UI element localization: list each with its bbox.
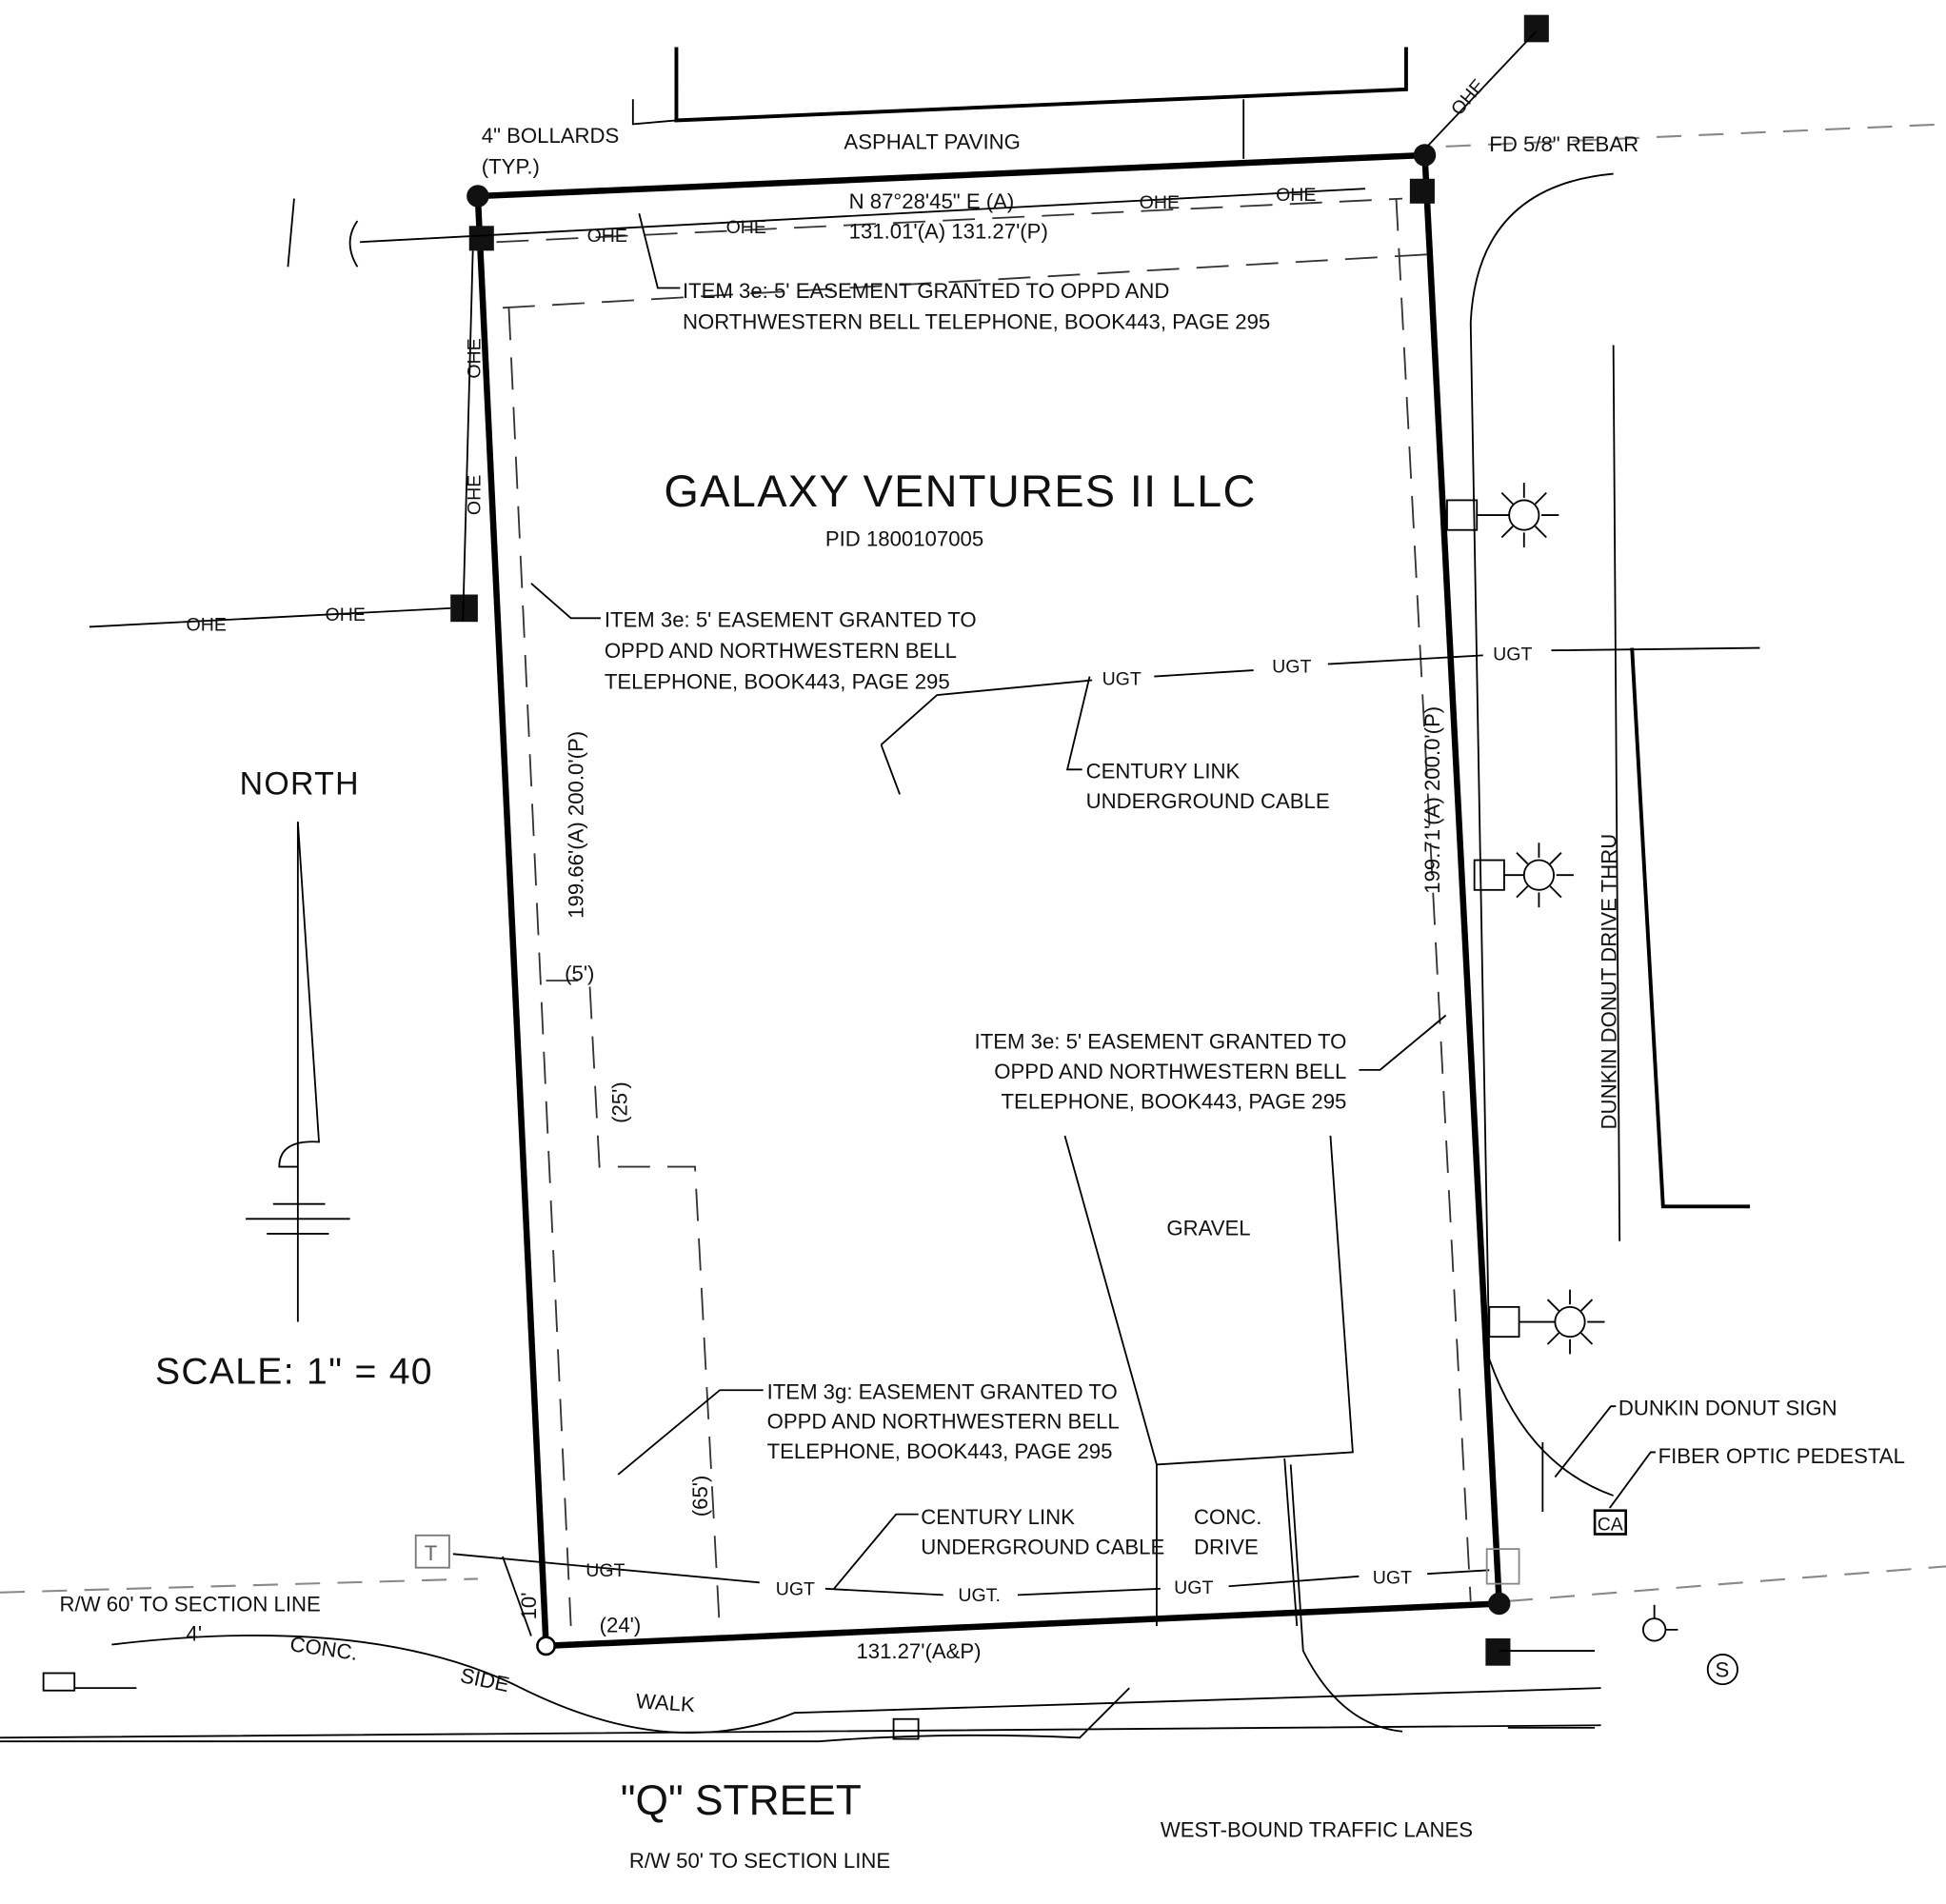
ohe-label: OHE [587, 226, 627, 247]
easement-note-right: ITEM 3e: 5' EASEMENT GRANTED TO OPPD AND… [975, 1030, 1347, 1114]
scale-label: SCALE: 1" = 40 [155, 1352, 433, 1393]
conc-drive-label: CONC. [1194, 1505, 1261, 1529]
street-name: "Q" STREET [621, 1777, 862, 1824]
sidewalk-label: 4' [187, 1622, 203, 1646]
note-line: ITEM 3e: 5' EASEMENT GRANTED TO OPPD AND [683, 279, 1169, 303]
gravel-area [1063, 1135, 1354, 1627]
leader-lines [502, 213, 1656, 1636]
ugt-label: UGT [586, 1560, 625, 1581]
ugt-label: UGT [1174, 1577, 1213, 1598]
ohe-label: OHE [464, 475, 485, 515]
rw60-label: R/W 60' TO SECTION LINE [60, 1592, 321, 1616]
dim-5: (5') [565, 962, 594, 985]
note-line: TELEPHONE, BOOK443, PAGE 295 [605, 670, 950, 694]
ohe-label: OHE [187, 614, 227, 635]
note-line: CENTURY LINK [921, 1505, 1075, 1529]
bearing-top: N 87°28'45" E (A) [849, 189, 1015, 213]
distance-left: 199.66'(A) 200.0'(P) [565, 731, 588, 919]
distance-right: 199.71'(A) 200.0'(P) [1420, 706, 1444, 894]
dunkin-sign-label: DUNKIN DONUT SIGN [1618, 1396, 1837, 1419]
ugt-label: UGT. [958, 1585, 1001, 1606]
bollard-markers [450, 14, 1549, 1666]
sidewalk-label: CONC. [288, 1632, 359, 1665]
ugt-label: UGT [776, 1578, 815, 1599]
note-line: OPPD AND NORTHWESTERN BELL [605, 639, 957, 663]
bollards-label: (TYP.) [482, 155, 540, 179]
ohe-label: OHE [326, 605, 366, 625]
easement-note-top: ITEM 3e: 5' EASEMENT GRANTED TO OPPD AND… [683, 279, 1270, 334]
telephone-box-label: T [425, 1541, 438, 1565]
ugt-label: UGT [1493, 645, 1532, 665]
ohe-label: OHE [1447, 75, 1489, 120]
ugt-label: UGT [1272, 657, 1311, 678]
distance-top: 131.01'(A) 131.27'(P) [849, 219, 1048, 243]
note-line: ITEM 3g: EASEMENT GRANTED TO [767, 1379, 1118, 1403]
note-line: ITEM 3e: 5' EASEMENT GRANTED TO [605, 607, 977, 631]
sanitary-manhole-label: S [1716, 1657, 1730, 1681]
ugt-label: UGT [1373, 1568, 1412, 1589]
owner-name: GALAXY VENTURES II LLC [664, 466, 1256, 516]
parcel-id: PID 1800107005 [825, 527, 983, 551]
ohe-label: OHE [1276, 185, 1316, 206]
dim-65: (65') [688, 1476, 712, 1517]
note-line: TELEPHONE, BOOK443, PAGE 295 [1002, 1089, 1347, 1113]
light-pole-icons [1446, 483, 1605, 1355]
note-line: ITEM 3e: 5' EASEMENT GRANTED TO [975, 1030, 1347, 1054]
sidewalk-label: SIDE [458, 1663, 511, 1696]
fiber-pedestal-box [1593, 1509, 1627, 1536]
telephone-box [414, 1534, 450, 1569]
dim-24: (24') [600, 1613, 642, 1636]
note-line: OPPD AND NORTHWESTERN BELL [767, 1410, 1120, 1434]
bollards-label: 4" BOLLARDS [482, 124, 620, 148]
fiber-optic-label: FIBER OPTIC PEDESTAL [1658, 1444, 1905, 1468]
easement-lines [0, 123, 1946, 1633]
north-label: NORTH [240, 765, 360, 802]
sidewalk-label: WALK [635, 1689, 696, 1716]
asphalt-label: ASPHALT PAVING [844, 129, 1021, 153]
dim-10: 10' [517, 1593, 541, 1620]
dim-25: (25') [607, 1081, 631, 1123]
rw50-label: R/W 50' TO SECTION LINE [629, 1849, 890, 1873]
ohe-label: OHE [726, 217, 766, 238]
sidewalk [0, 1635, 1601, 1743]
ugt-label: UGT [1102, 669, 1142, 690]
north-arrow: NORTH SCALE: 1" = 40 [155, 765, 433, 1393]
hydrant-icon [1642, 1604, 1678, 1642]
note-line: NORTHWESTERN BELL TELEPHONE, BOOK443, PA… [683, 310, 1270, 334]
note-line: UNDERGROUND CABLE [1086, 789, 1330, 813]
drive-thru-features [1289, 172, 1751, 1733]
gravel-label: GRAVEL [1166, 1216, 1250, 1240]
note-line: UNDERGROUND CABLE [921, 1535, 1164, 1558]
sanitary-manhole-icon [1706, 1654, 1738, 1686]
drive-thru-label: DUNKIN DONUT DRIVE THRU [1597, 834, 1620, 1130]
distance-bottom: 131.27'(A&P) [856, 1639, 981, 1663]
fiber-pedestal-label: CA [1598, 1515, 1623, 1536]
underground-telephone-lines: UGT UGT UGT. UGT UGT UGT UGT UGT [452, 645, 1760, 1606]
westbound-label: WEST-BOUND TRAFFIC LANES [1161, 1818, 1473, 1842]
utility-box [1485, 1548, 1520, 1585]
century-link-note-lower: CENTURY LINK UNDERGROUND CABLE [921, 1505, 1164, 1558]
rebar-label: FD 5/8" REBAR [1489, 132, 1638, 156]
overhead-electric-lines: OHE OHE OHE OHE OHE OHE OHE OHE OHE [89, 30, 1538, 635]
note-line: OPPD AND NORTHWESTERN BELL [994, 1060, 1346, 1083]
building-outline [631, 47, 1408, 159]
ohe-label: OHE [464, 338, 485, 378]
easement-note-bottom: ITEM 3g: EASEMENT GRANTED TO OPPD AND NO… [767, 1379, 1120, 1463]
conc-drive-label: DRIVE [1194, 1535, 1259, 1558]
century-link-note-upper: CENTURY LINK UNDERGROUND CABLE [1086, 759, 1330, 812]
note-line: TELEPHONE, BOOK443, PAGE 295 [767, 1439, 1113, 1463]
note-line: CENTURY LINK [1086, 759, 1241, 783]
ohe-label: OHE [1140, 192, 1180, 213]
easement-note-left: ITEM 3e: 5' EASEMENT GRANTED TO OPPD AND… [605, 607, 977, 693]
